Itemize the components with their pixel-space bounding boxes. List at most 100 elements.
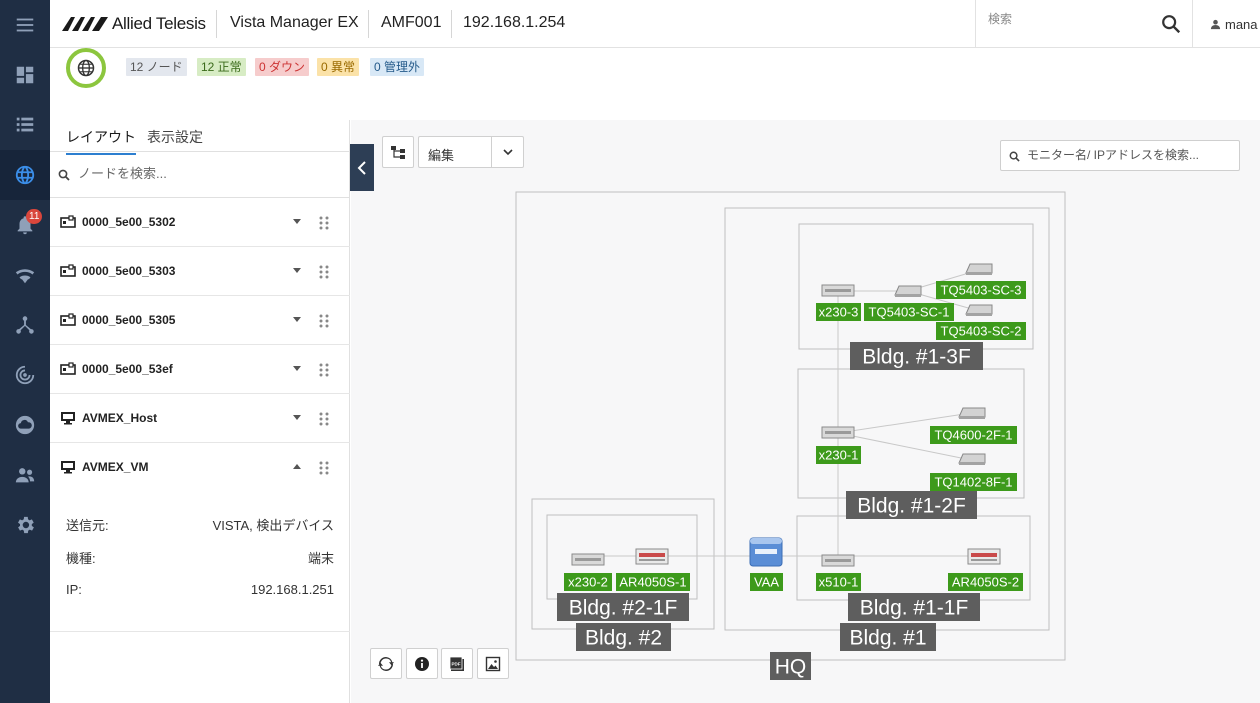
node-label: x230-2 xyxy=(568,575,608,590)
map-node-tq4600-2f-1[interactable]: TQ4600-2F-1 xyxy=(930,407,1017,444)
monitor-search xyxy=(1000,140,1240,171)
nav-list[interactable] xyxy=(0,100,50,150)
info-icon xyxy=(415,656,429,671)
drag-handle-icon[interactable] xyxy=(318,215,330,231)
map-node-tq1402-8f-1[interactable]: TQ1402-8F-1 xyxy=(930,453,1017,491)
group-label-b1-3f[interactable]: Bldg. #1-3F xyxy=(850,342,983,370)
group-label-hq[interactable]: HQ xyxy=(770,652,811,680)
group-label-text: HQ xyxy=(775,656,807,679)
map-node-ar4050s-1[interactable]: AR4050S-1 xyxy=(616,548,690,591)
down-count-chip[interactable]: 0 ダウン xyxy=(255,58,310,76)
tab-display-settings[interactable]: 表示設定 xyxy=(147,129,203,145)
group-label-text: Bldg. #1-1F xyxy=(860,597,969,620)
pdf-icon: PDF xyxy=(449,656,464,671)
map-node-x230-1[interactable]: x230-1 xyxy=(816,426,861,464)
export-pdf-button[interactable]: PDF xyxy=(441,648,473,679)
layout-tree-button[interactable] xyxy=(382,136,414,168)
menu-button[interactable] xyxy=(0,0,50,50)
users-icon xyxy=(15,468,35,483)
map-node-ar4050s-2[interactable]: AR4050S-2 xyxy=(948,548,1023,591)
node-list-item[interactable]: 0000_5e00_5302 xyxy=(50,198,350,247)
node-list-item[interactable]: 0000_5e00_5303 xyxy=(50,247,350,296)
caret-down-icon[interactable] xyxy=(293,317,301,322)
map-node-tq5403-sc-3[interactable]: TQ5403-SC-3 xyxy=(936,263,1026,299)
node-label-bg xyxy=(816,303,861,321)
group-label-b1-1f[interactable]: Bldg. #1-1F xyxy=(848,593,980,621)
export-image-button[interactable] xyxy=(477,648,509,679)
node-label: VAA xyxy=(754,575,779,590)
group-label-b2[interactable]: Bldg. #2 xyxy=(576,623,671,651)
group-frame-bldg1[interactable] xyxy=(724,207,1050,631)
group-label-b1[interactable]: Bldg. #1 xyxy=(840,623,936,651)
node-label: x230-3 xyxy=(819,305,859,320)
nav-wireless[interactable] xyxy=(0,250,50,300)
caret-down-icon[interactable] xyxy=(293,415,301,420)
group-label-b1-2f[interactable]: Bldg. #1-2F xyxy=(846,491,977,519)
node-label: 0000_5e00_5303 xyxy=(82,264,176,278)
user-menu[interactable]: mana xyxy=(1210,17,1258,32)
node-list-item[interactable]: AVMEX_VM xyxy=(50,443,350,492)
map-node-x510-1[interactable]: x510-1 xyxy=(816,554,861,591)
nav-alerts[interactable]: 11 xyxy=(0,200,50,250)
nav-cloud[interactable] xyxy=(0,400,50,450)
node-count-chip[interactable]: 12 ノード xyxy=(126,58,187,76)
node-label: 0000_5e00_5305 xyxy=(82,313,176,327)
node-label: TQ5403-SC-3 xyxy=(941,283,1022,298)
nav-users[interactable] xyxy=(0,450,50,500)
caret-down-icon[interactable] xyxy=(293,268,301,273)
node-label: AVMEX_VM xyxy=(82,460,149,474)
nav-topology[interactable] xyxy=(0,300,50,350)
brand-logo: Allied Telesis xyxy=(62,14,206,34)
caret-down-icon[interactable] xyxy=(293,366,301,371)
nav-network-map[interactable] xyxy=(0,150,50,200)
node-list-item[interactable]: 0000_5e00_5305 xyxy=(50,296,350,345)
map-node-tq5403-sc-2[interactable]: TQ5403-SC-2 xyxy=(936,304,1026,340)
map-node-vaa[interactable]: VAA xyxy=(749,537,783,591)
group-label-b2-1f[interactable]: Bldg. #2-1F xyxy=(557,593,689,621)
map-node-x230-2[interactable]: x230-2 xyxy=(564,553,612,591)
caret-down-icon[interactable] xyxy=(293,219,301,224)
drag-handle-icon[interactable] xyxy=(318,313,330,329)
node-search-input[interactable] xyxy=(78,166,328,181)
nav-dashboard[interactable] xyxy=(0,50,50,100)
nav-monitor[interactable] xyxy=(0,350,50,400)
drag-handle-icon[interactable] xyxy=(318,411,330,427)
chevron-down-icon xyxy=(503,149,513,156)
edit-mode-select[interactable]: 編集 xyxy=(418,136,524,168)
unmanaged-count-chip[interactable]: 0 管理外 xyxy=(370,58,425,76)
node-list-item[interactable]: 0000_5e00_53ef xyxy=(50,345,350,394)
map-node-tq5403-sc-1[interactable]: TQ5403-SC-1 xyxy=(864,285,954,321)
user-icon xyxy=(1210,19,1221,30)
node-panel: レイアウト 表示設定 0000_5e00_5302 0000_5e00_5303 0… xyxy=(50,120,350,703)
search-icon xyxy=(58,169,70,181)
global-search-input[interactable] xyxy=(988,12,1148,26)
main-nav: 11 xyxy=(0,0,50,703)
caret-up-icon[interactable] xyxy=(293,464,301,469)
globe-icon xyxy=(15,165,35,185)
collapse-panel-button[interactable] xyxy=(350,144,374,191)
router-device-icon xyxy=(635,548,669,565)
drag-handle-icon[interactable] xyxy=(318,460,330,476)
nav-settings[interactable] xyxy=(0,500,50,550)
node-label: AR4050S-1 xyxy=(619,575,686,590)
allied-telesis-logo-icon xyxy=(62,17,108,31)
abnormal-count-chip[interactable]: 0 異常 xyxy=(317,58,360,76)
node-label: x230-1 xyxy=(819,448,859,463)
map-node-x230-3[interactable]: x230-3 xyxy=(816,284,861,321)
tab-layout[interactable]: レイアウト xyxy=(66,127,136,155)
node-label-bg xyxy=(936,281,1026,299)
drag-handle-icon[interactable] xyxy=(318,264,330,280)
monitor-search-input[interactable] xyxy=(1027,148,1232,162)
node-label-bg xyxy=(930,473,1017,491)
normal-count-chip[interactable]: 12 正常 xyxy=(197,58,246,76)
node-list-item[interactable]: AVMEX_Host xyxy=(50,394,350,443)
tree-icon xyxy=(391,146,405,159)
refresh-button[interactable] xyxy=(370,648,402,679)
node-label: TQ1402-8F-1 xyxy=(934,475,1012,490)
node-label-bg xyxy=(936,322,1026,340)
drag-handle-icon[interactable] xyxy=(318,362,330,378)
info-button[interactable] xyxy=(406,648,438,679)
search-icon[interactable] xyxy=(1160,13,1182,35)
